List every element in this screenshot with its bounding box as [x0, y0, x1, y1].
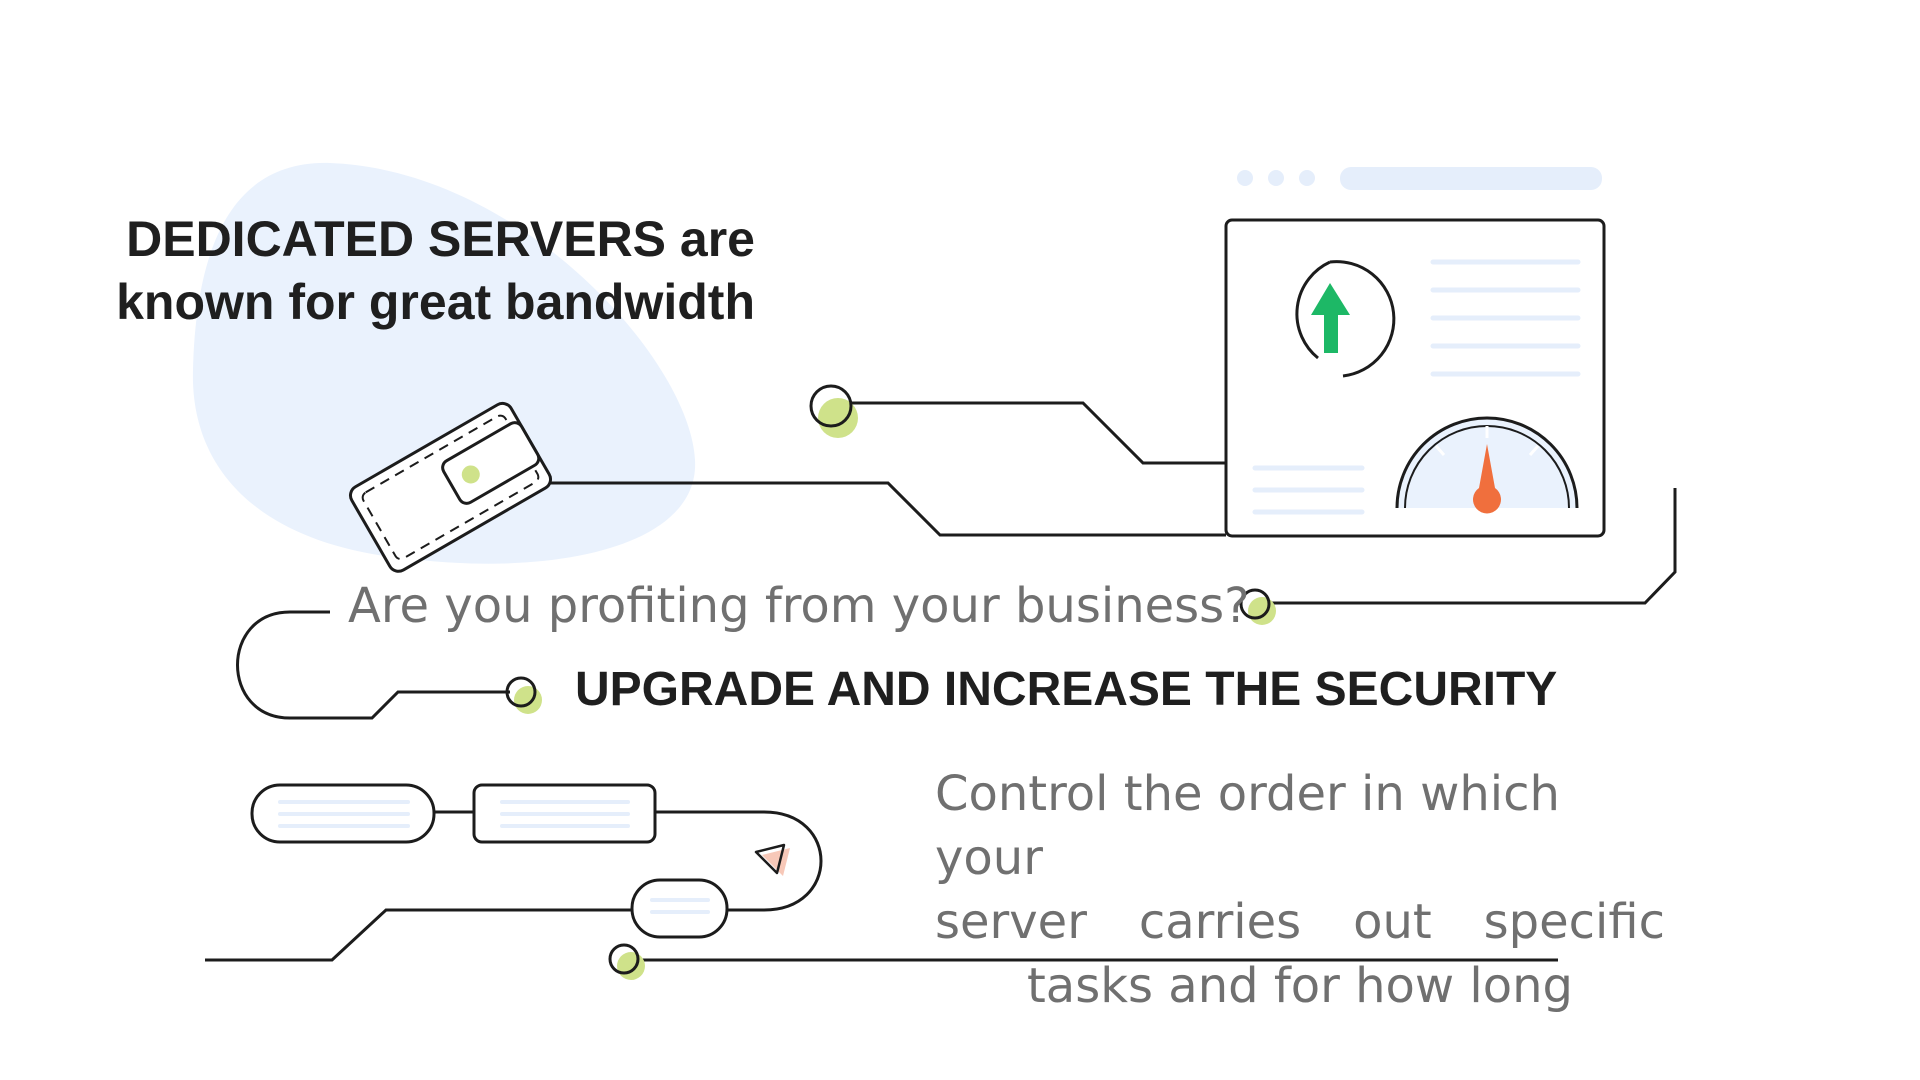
placeholder-lines [1252, 259, 1581, 515]
paragraph-word: carries [1138, 894, 1302, 950]
upload-arrow-icon [1295, 260, 1396, 378]
title-line-2: known for great bandwidth [116, 274, 755, 330]
description-paragraph: Control the order in which your server c… [935, 762, 1665, 1018]
paragraph-word: server [935, 894, 1087, 950]
task-pills [250, 783, 729, 939]
connector-nodes [505, 384, 1276, 980]
cursor-arrow-icon [754, 843, 790, 876]
speedometer-icon [1395, 416, 1579, 514]
server-card [1224, 218, 1606, 538]
paragraph-word: specific [1483, 894, 1665, 950]
question-text: Are you profiting from your business? [348, 578, 1250, 634]
title-line-1: DEDICATED SERVERS are [126, 211, 755, 267]
paragraph-word: out [1353, 894, 1432, 950]
upgrade-heading: UPGRADE AND INCREASE THE SECURITY [575, 663, 1558, 716]
wallet-icon [348, 401, 553, 573]
background-blob [192, 162, 696, 564]
window-chrome [1237, 167, 1602, 190]
connector-lines [205, 401, 1677, 962]
paragraph-line-3: tasks and for how long [1026, 958, 1574, 1014]
paragraph-line-1: Control the order in which your [935, 766, 1560, 886]
paragraph-line-2: server carries out specific [935, 890, 1665, 954]
